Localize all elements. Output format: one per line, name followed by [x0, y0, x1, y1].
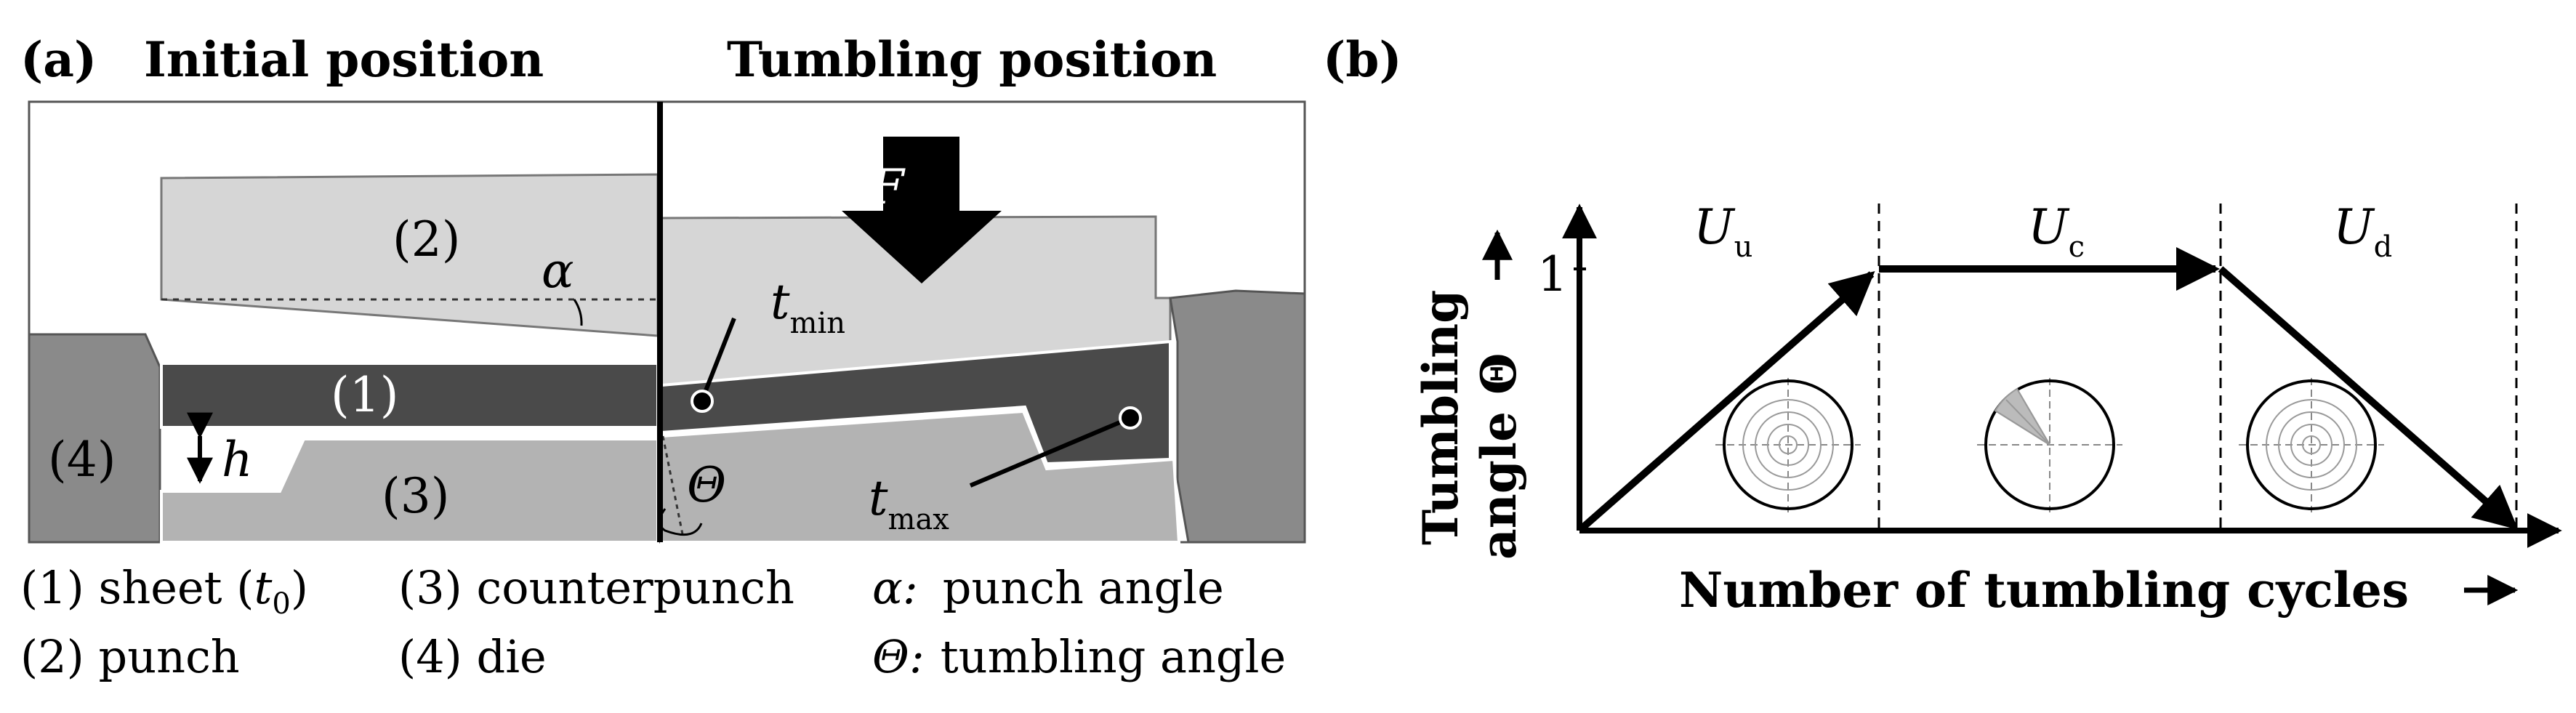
label-sheet: (1): [331, 367, 399, 423]
profile-ramp-up: [1578, 271, 1875, 532]
label-alpha: α: [542, 243, 574, 299]
legend-punch-angle: α:punch angle: [872, 561, 1224, 614]
legend-tumbling-angle: Θ:tumbling angle: [872, 630, 1286, 683]
sheet-initial: [160, 362, 659, 429]
force-arrow-icon: [842, 137, 1002, 283]
phase-label-constant: Uc: [2028, 199, 2085, 264]
t-max-leader: [969, 416, 1132, 488]
label-force: F: [870, 159, 906, 215]
spiral-in-icon: [2239, 378, 2384, 512]
tumbling-position-title: Tumbling position: [727, 31, 1217, 88]
legend-sheet: (1) sheet (t0): [20, 561, 308, 621]
t-max-marker: [1119, 406, 1142, 430]
die-right: [1169, 289, 1306, 544]
label-t-min: tmin: [770, 274, 845, 340]
label-counterpunch: (3): [382, 468, 450, 524]
t-min-marker: [691, 390, 714, 413]
label-punch: (2): [393, 212, 461, 267]
panel-b: (b) Tumbling angle Θ 1 Number of tumblin…: [1323, 31, 2562, 619]
x-axis-label: Number of tumbling cycles: [1679, 562, 2409, 619]
profile-ramp-down: [2218, 266, 2519, 530]
label-t-max: tmax: [869, 470, 949, 536]
phase-label-ramp-up: Uu: [1694, 199, 1752, 264]
spiral-out-icon: [1715, 378, 1861, 512]
label-h: h: [222, 432, 253, 488]
legend-punch: (2) punch: [20, 630, 240, 683]
y-axis-label-line2: angle Θ: [1470, 353, 1527, 560]
legend-counterpunch: (3) counterpunch: [398, 561, 794, 614]
initial-position-title: Initial position: [144, 31, 544, 88]
t-min-leader: [700, 317, 736, 401]
panel-a-tag: (a): [20, 31, 97, 88]
legend: (1) sheet (t0) (2) punch (3) counterpunc…: [20, 561, 1286, 683]
label-die: (4): [48, 432, 116, 488]
legend-die: (4) die: [398, 630, 547, 683]
phase-label-ramp-down: Ud: [2333, 199, 2392, 264]
panel-b-tag: (b): [1323, 31, 1402, 88]
alpha-arc: [573, 299, 583, 326]
y-axis-label-line1: Tumbling: [1412, 290, 1469, 545]
panel-a: (a) Initial position Tumbling position (…: [20, 31, 1306, 683]
die-left: [28, 333, 161, 544]
label-theta: Θ: [687, 457, 726, 513]
y-tick-1: 1: [1537, 246, 1568, 302]
constant-sector-icon: [1977, 378, 2122, 512]
